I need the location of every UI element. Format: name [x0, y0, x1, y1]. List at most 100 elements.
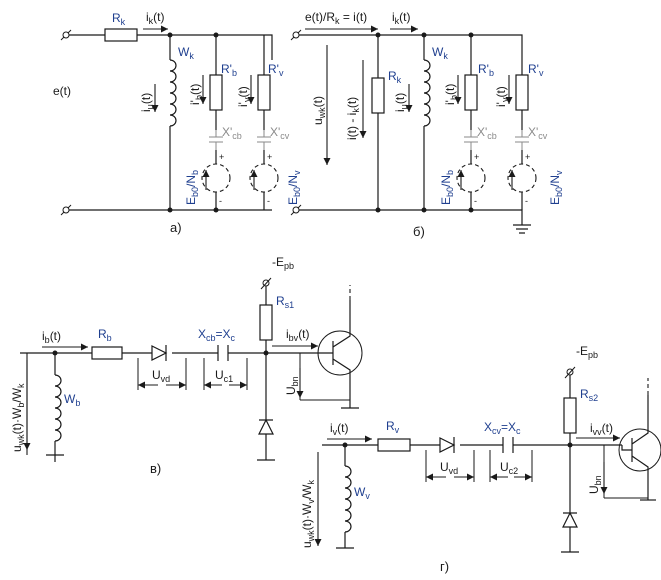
- label-ibv-v: ibv(t): [286, 327, 310, 343]
- label-uc-g: Uc2: [500, 460, 518, 476]
- node-dot: [375, 207, 381, 213]
- resistor-rk-a: [104, 28, 138, 42]
- node-dot: [567, 442, 573, 448]
- capacitor-xcv-g: [502, 437, 514, 453]
- resistor-rb-v: [91, 346, 123, 360]
- capacitor-xcv-a: [257, 130, 271, 150]
- resistor-rb-b: [464, 74, 478, 111]
- resistor-rs2-g: [563, 397, 577, 434]
- label-ivv-g: ivv(t): [590, 421, 613, 437]
- label-uc-v: Uc1: [215, 368, 233, 384]
- panel-g: -Epb Rs2 iv(t) Rv Xcv=Xc ivv(t) Uvd Uc2 …: [300, 344, 661, 574]
- panel-v: -Epb Rs1 ib(t) Rb Xcb=Xc ibv(t) Uvd Uc1 …: [10, 255, 363, 476]
- resistor-rb-a: [209, 74, 223, 111]
- terminal-node: [62, 31, 70, 39]
- capacitor-xcb-a: [209, 130, 223, 150]
- terminal-epb-g: [564, 366, 576, 379]
- transistor-v: [317, 330, 363, 376]
- resistor-rs1-v: [259, 304, 273, 341]
- node-dot: [342, 442, 348, 448]
- capacitor-xcb-v: [217, 345, 229, 361]
- node-dot: [52, 350, 58, 356]
- label-iv-a: i'v(t): [236, 86, 252, 107]
- label-imu-b: iμ(t): [393, 93, 409, 112]
- bottom-wire-b: [299, 209, 523, 225]
- resistor-rv-g: [377, 438, 411, 452]
- label-ib-a: i'b(t): [188, 84, 204, 105]
- label-rv-g: Rv: [386, 419, 400, 435]
- measure-ticks-g: [425, 450, 533, 482]
- label-rv-b: R'v: [528, 62, 544, 78]
- terminal-node: [62, 206, 70, 214]
- label-uwk-b: uwk(t): [311, 96, 327, 125]
- label-wk-a: Wk: [178, 45, 194, 61]
- label-plus-v-a: +: [267, 152, 272, 162]
- terminal-node: [292, 31, 300, 39]
- label-uwk-g: uwk(t)·Wv/Wk: [300, 479, 316, 548]
- ground-b: [513, 224, 531, 234]
- transistor-g: [618, 428, 661, 472]
- label-plus-v-b: +: [525, 152, 530, 162]
- label-diff-b: i(t) - ik(t): [345, 97, 361, 140]
- inductor-wk-b: [423, 59, 431, 127]
- label-wb-v: Wb: [64, 392, 80, 408]
- label-xcv-b: X'cv: [528, 125, 548, 141]
- label-ev-b: Eb0/Nv: [548, 170, 564, 205]
- node-dot: [263, 350, 269, 356]
- label-ik-b: ik(t): [392, 10, 411, 26]
- label-rs2-g: Rs2: [580, 387, 598, 403]
- label-xcb-b: X'cb: [477, 125, 497, 141]
- terminal-epb-v: [260, 277, 272, 290]
- label-rb-a: R'b: [221, 62, 237, 78]
- label-ib-b: i'b(t): [443, 84, 459, 105]
- inductor-wv-g: [344, 465, 352, 533]
- label-xcb-v: Xcb=Xc: [198, 327, 236, 343]
- label-uvd-g: Uvd: [440, 460, 458, 476]
- node-dot: [167, 207, 173, 213]
- label-rb-v: Rb: [98, 327, 112, 343]
- caption-b: б): [413, 224, 425, 239]
- label-ib-v: ib(t): [42, 329, 61, 345]
- label-wv-g: Wv: [354, 485, 370, 501]
- caption-a: а): [170, 220, 182, 235]
- label-uvd-v: Uvd: [152, 368, 170, 384]
- node-dot: [468, 207, 474, 213]
- label-xcb-a: X'cb: [222, 125, 242, 141]
- label-iv-b: i'v(t): [494, 86, 510, 107]
- node-dot: [468, 32, 474, 38]
- resistor-rv-b: [515, 74, 529, 111]
- label-minus-v-b: -: [525, 196, 528, 206]
- zener-g: [562, 511, 578, 552]
- label-xcv-g: Xcv=Xc: [484, 420, 521, 436]
- label-minus-b-a: -: [219, 196, 222, 206]
- label-uwk-v: uwk(t)·Wb/Wk: [10, 383, 26, 452]
- resistor-rk-b: [371, 77, 385, 114]
- label-plus-b-a: +: [219, 152, 224, 162]
- label-rv-a: R'v: [268, 62, 284, 78]
- capacitor-xcb-b: [464, 130, 478, 150]
- measure-ticks-v: [137, 358, 248, 390]
- node-dot: [213, 207, 219, 213]
- label-minus-v-a: -: [267, 196, 270, 206]
- label-source-a: e(t): [53, 84, 71, 98]
- label-eb-b: Eb0/Nb: [439, 170, 455, 205]
- label-epb-g: -Epb: [576, 344, 598, 360]
- label-rk-b: Rk: [388, 69, 402, 85]
- label-minus-b-b: -: [474, 196, 477, 206]
- label-ubn-v: Ubn: [284, 376, 300, 395]
- top-wire-b: [299, 34, 523, 60]
- label-iv-g: iv(t): [330, 421, 349, 437]
- capacitor-xcv-b: [515, 130, 529, 150]
- inductor-wk-a: [169, 59, 177, 127]
- caption-v: в): [150, 461, 161, 476]
- label-ik-a: ik(t): [146, 10, 165, 26]
- label-imu-a: iμ(t): [139, 93, 155, 112]
- node-dot: [167, 32, 173, 38]
- diode-g: [439, 437, 456, 453]
- label-xcv-a: X'cv: [270, 125, 290, 141]
- label-eb-a: Eb0/Nb: [184, 170, 200, 205]
- ubn-bracket-g: [603, 445, 648, 499]
- label-plus-b-b: +: [474, 152, 479, 162]
